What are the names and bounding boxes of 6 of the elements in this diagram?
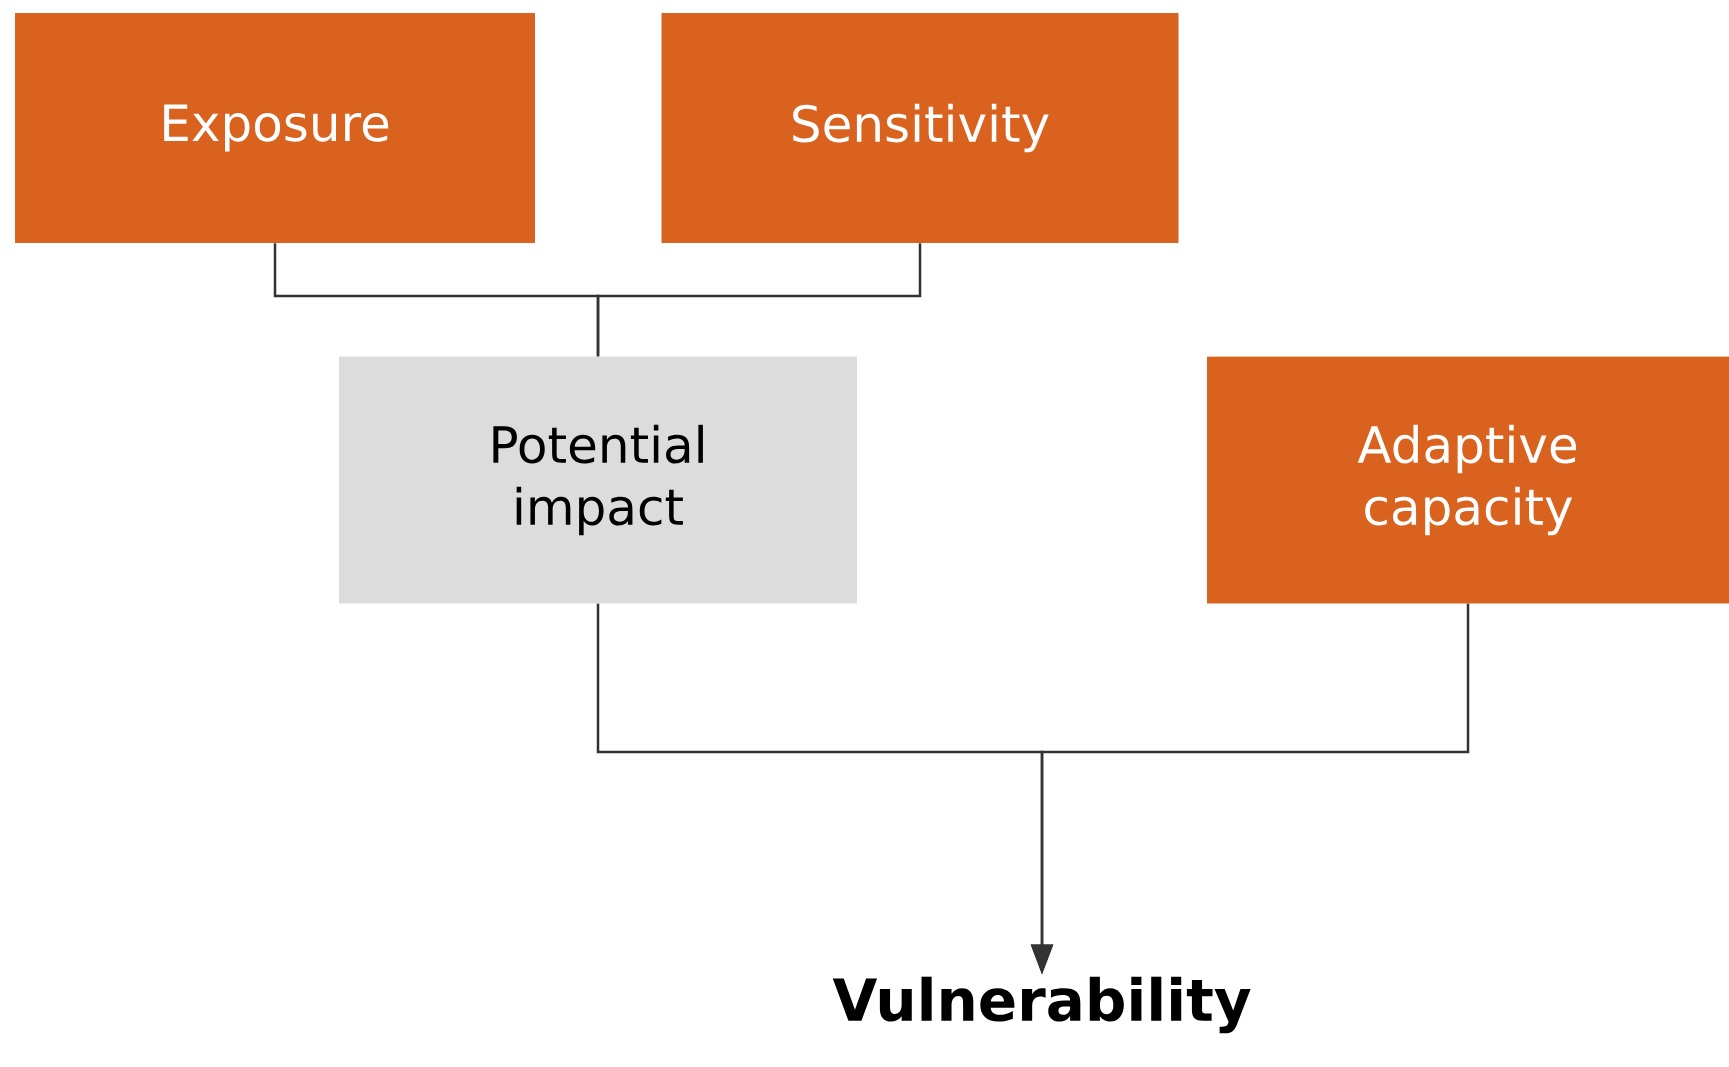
process-box: Adaptive capacity [1207,356,1729,604]
process-box: Sensitivity [661,13,1179,243]
process-box: Potential impact [339,356,857,604]
connector-line [596,243,922,357]
process-box: Exposure [15,13,535,243]
result-label: Vulnerability [832,976,1251,1034]
